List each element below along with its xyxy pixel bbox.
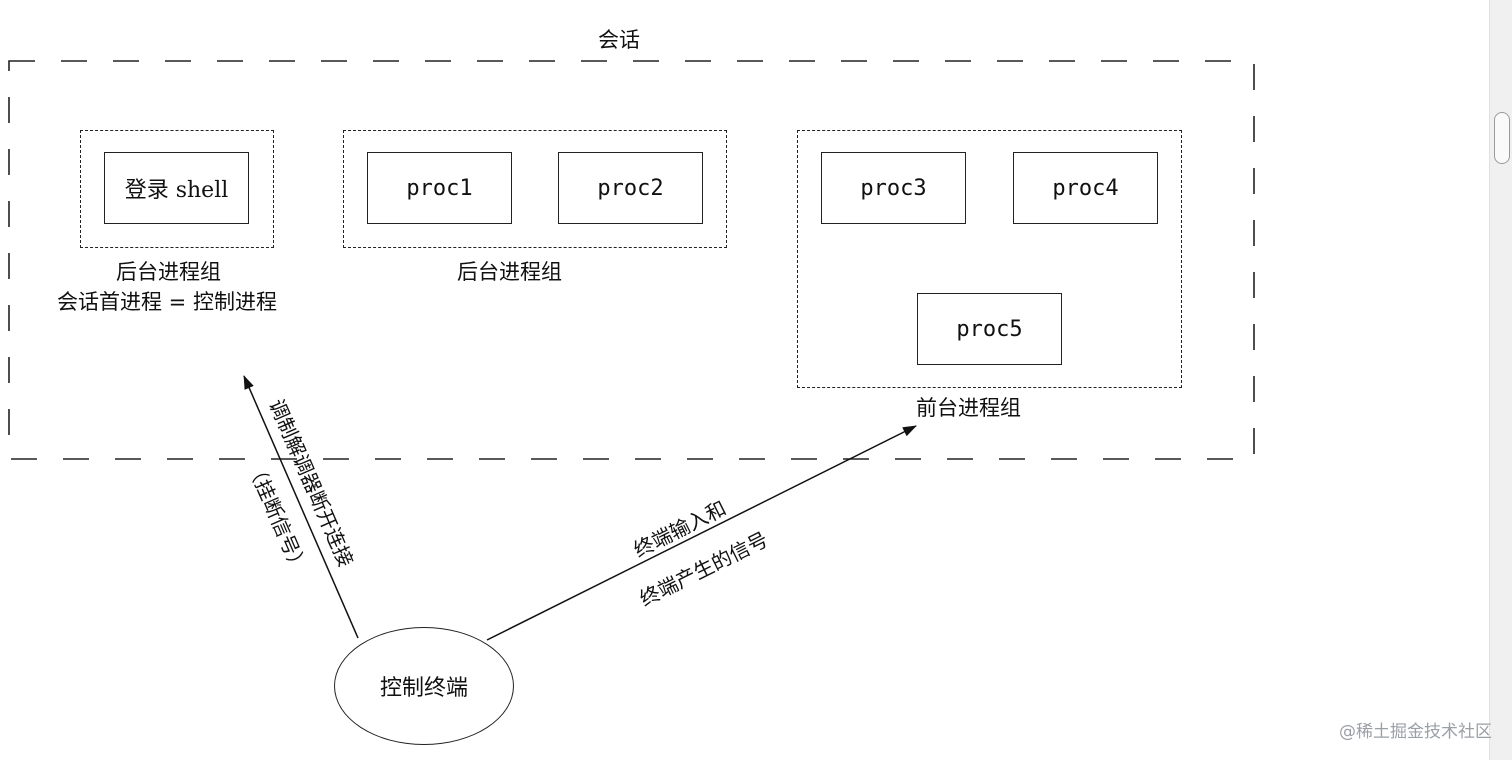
hangup-arrow [243,375,359,639]
proc5-label: proc5 [956,316,1023,342]
login-shell-label: 登录 shell [124,178,229,203]
proc4-box: proc4 [1013,152,1158,224]
session-outline [8,60,1255,460]
session-label: 会话 [598,28,640,52]
proc4-label: proc4 [1052,175,1119,201]
proc5-box: proc5 [917,293,1062,365]
left-group-caption: 后台进程组 [116,260,221,284]
controlling-terminal-label: 控制终端 [379,676,468,701]
input-arrow [486,425,917,641]
foreground-process-group [797,130,1182,388]
left-process-group [80,130,274,248]
middle-process-group [343,130,727,248]
proc3-box: proc3 [821,152,966,224]
vertical-scrollbar[interactable] [1489,0,1512,760]
controlling-terminal: 控制终端 [334,627,514,745]
middle-group-caption: 后台进程组 [457,260,562,284]
proc1-box: proc1 [367,152,512,224]
login-shell-box: 登录 shell [104,152,249,224]
foreground-group-caption: 前台进程组 [916,396,1021,420]
proc1-label: proc1 [406,175,473,201]
scrollbar-thumb[interactable] [1494,112,1510,164]
session-leader-caption: 会话首进程 = 控制进程 [57,290,277,314]
watermark: @稀土掘金技术社区 [1339,722,1492,742]
proc2-label: proc2 [597,175,664,201]
proc2-box: proc2 [558,152,703,224]
proc3-label: proc3 [860,175,927,201]
